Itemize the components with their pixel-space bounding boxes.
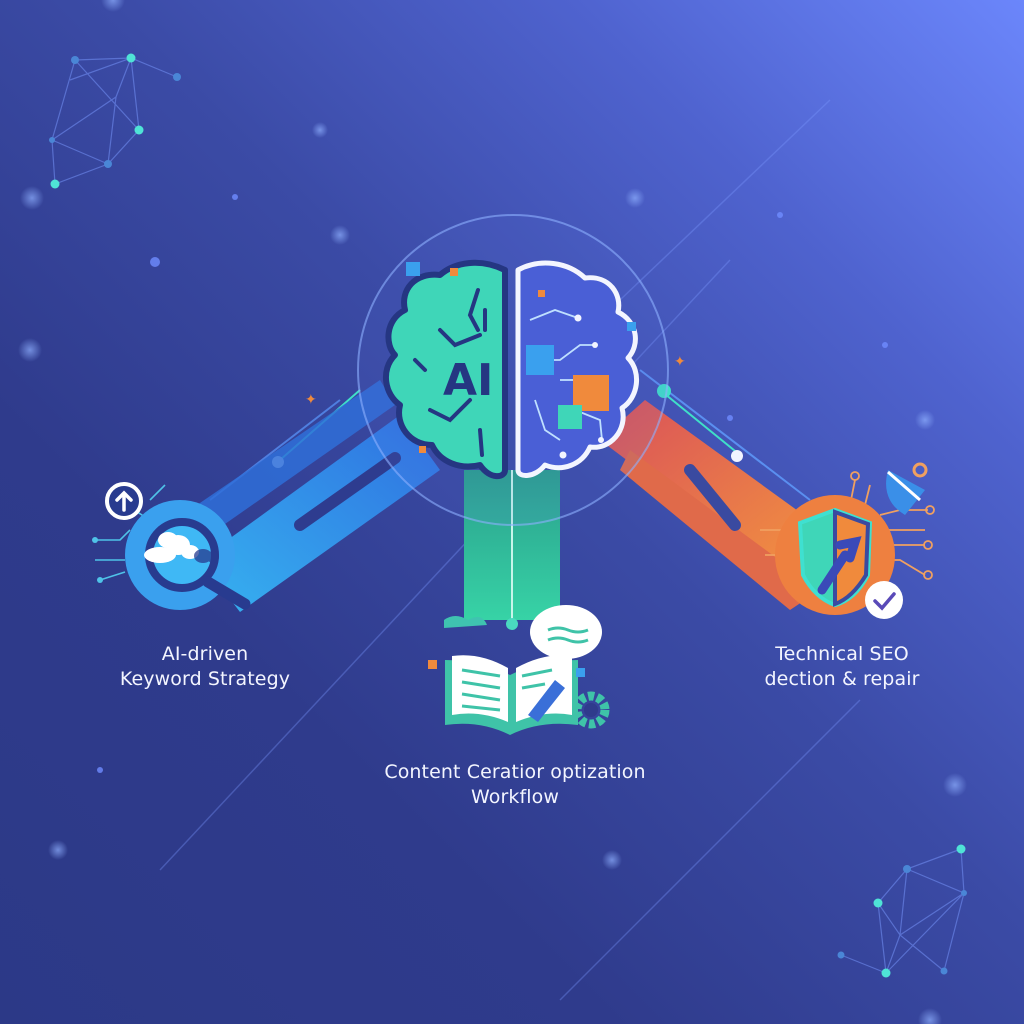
technical-label-line1: Technical SEO (775, 643, 909, 665)
light-streaks (159, 99, 861, 1001)
connector-content (464, 470, 560, 630)
node-label-keyword: AI-driven Keyword Strategy (75, 642, 335, 692)
content-label-line2: Workflow (470, 786, 560, 808)
keyword-node-icon (92, 482, 251, 610)
content-node-icon (428, 605, 610, 735)
technical-node-icon (760, 462, 935, 619)
keyword-label-line2: Keyword Strategy (119, 668, 291, 690)
brain-ai-label: AI (443, 355, 493, 406)
node-label-content: Content Ceratior optization Workflow (340, 760, 690, 810)
connector-keyword (175, 380, 440, 612)
brain-icon: AI ✦ ✦ (305, 259, 686, 480)
technical-label-line2: dection & repair (764, 668, 920, 690)
svg-text:✦: ✦ (305, 392, 317, 408)
content-label-line1: Content Ceratior optization (384, 761, 646, 783)
node-label-technical: Technical SEO dection & repair (712, 642, 972, 692)
constellation-bottom-right (840, 848, 965, 975)
keyword-label-line1: AI-driven (161, 643, 249, 665)
svg-text:✦: ✦ (674, 354, 686, 370)
